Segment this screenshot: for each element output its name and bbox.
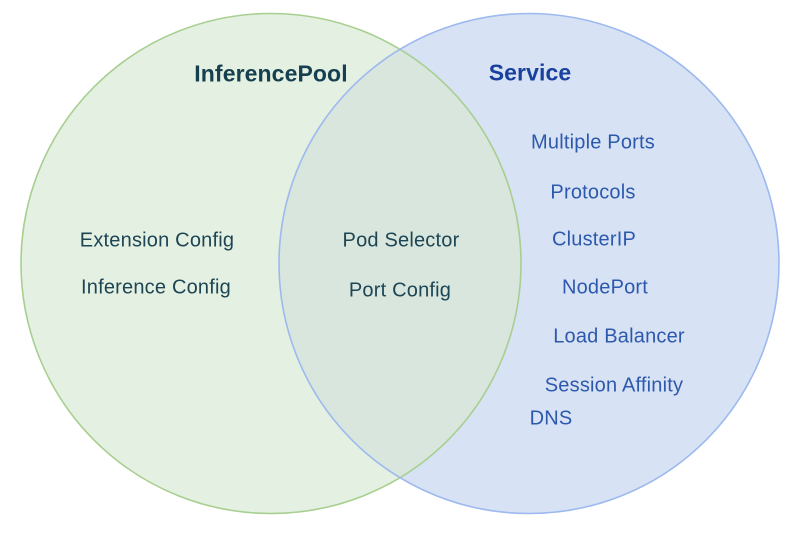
left-item-inference-config: Inference Config xyxy=(81,276,231,299)
right-item-load-balancer: Load Balancer xyxy=(553,325,685,348)
overlap-item-pod-selector: Pod Selector xyxy=(342,229,460,252)
right-item-protocols: Protocols xyxy=(550,181,636,204)
overlap-lens-fill xyxy=(279,49,521,478)
right-item-session-affinity: Session Affinity xyxy=(544,374,684,397)
right-item-dns: DNS xyxy=(529,407,573,430)
right-item-nodeport: NodePort xyxy=(561,276,649,299)
inferencepool-title: InferencePool xyxy=(194,60,348,87)
service-circle-outline xyxy=(278,12,780,515)
left-item-extension-config: Extension Config xyxy=(79,229,235,252)
overlap-item-port-config: Port Config xyxy=(348,279,452,302)
service-title: Service xyxy=(488,59,572,86)
inferencepool-circle-outline xyxy=(20,12,522,515)
right-item-multiple-ports: Multiple Ports xyxy=(531,131,655,154)
right-item-clusterip: ClusterIP xyxy=(551,228,637,251)
